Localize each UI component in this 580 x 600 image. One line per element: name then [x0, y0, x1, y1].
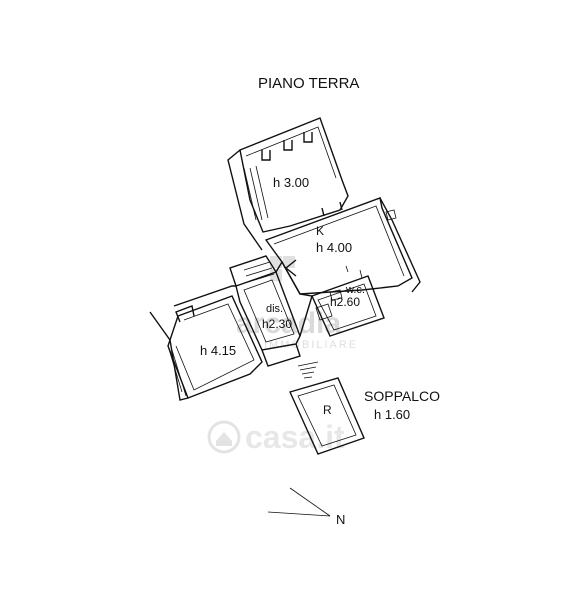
- room-storage-code: R: [323, 403, 332, 417]
- north-label: N: [336, 512, 345, 527]
- watermark-agency-sub: IMMOBILIARE: [264, 339, 358, 351]
- mezzanine-height: h 1.60: [374, 407, 410, 422]
- watermark-site: casa.it: [245, 419, 345, 455]
- room-wc: w.c. h2.60: [311, 275, 385, 337]
- room-north: h 3.00: [227, 117, 349, 251]
- room-kitchen-label: h 4.00: [316, 240, 352, 255]
- stairs-icon: [297, 361, 319, 379]
- room-north-label: h 3.00: [273, 175, 309, 190]
- room-kitchen-code: K: [316, 224, 324, 238]
- mezzanine-title: SOPPALCO: [364, 388, 440, 404]
- room-kitchen: K h 4.00: [264, 197, 421, 295]
- room-west: h 4.15: [149, 285, 263, 401]
- north-arrow-icon: N: [267, 487, 345, 527]
- site-watermark: casa.it: [207, 419, 345, 455]
- corridor: [261, 260, 363, 367]
- plan-title: PIANO TERRA: [258, 75, 359, 92]
- room-disimpegno-label: h2.30: [262, 317, 292, 331]
- room-wc-code: w.c.: [345, 284, 365, 296]
- room-disimpegno-code: dis.: [266, 303, 283, 315]
- room-west-label: h 4.15: [200, 343, 236, 358]
- room-wc-label: h2.60: [330, 295, 360, 309]
- room-storage: R: [289, 377, 365, 455]
